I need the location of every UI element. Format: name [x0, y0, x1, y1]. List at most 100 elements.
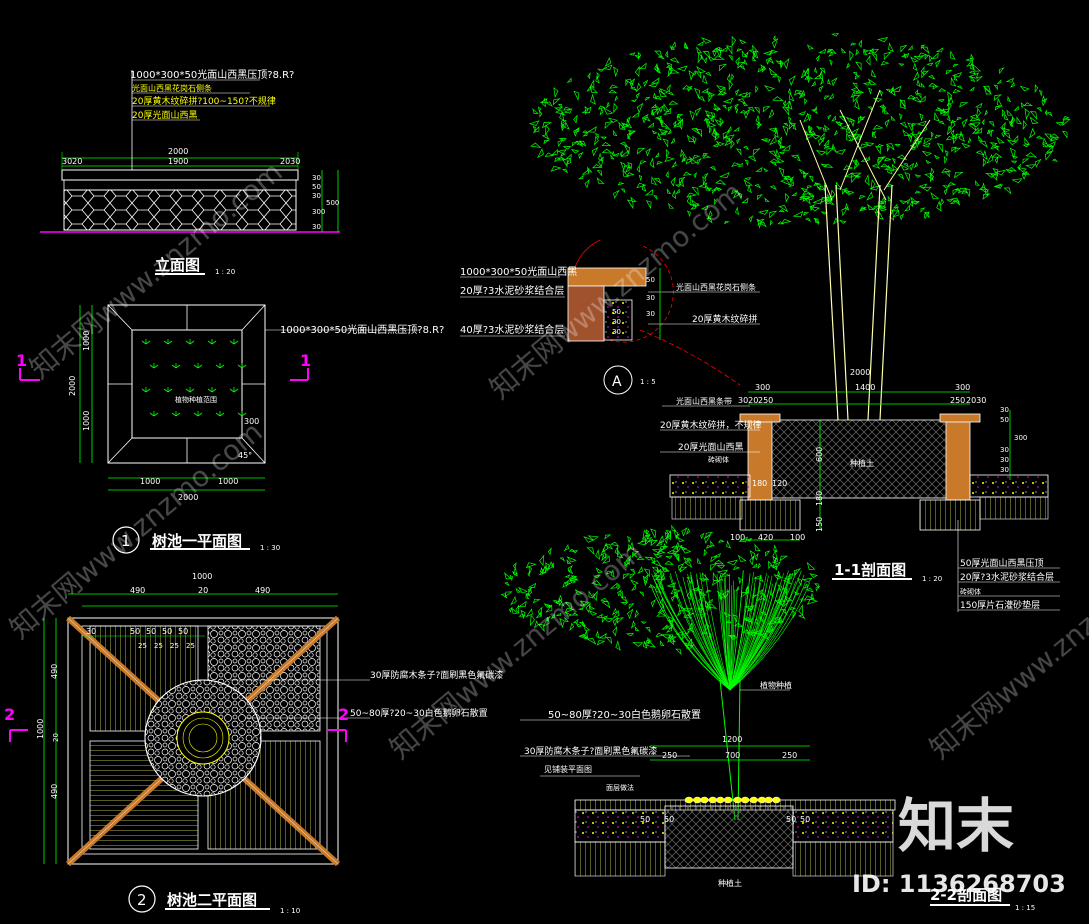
elevation-dim-v3: 30: [312, 192, 321, 200]
leaf-mark: [547, 561, 554, 571]
leaf-mark: [803, 112, 810, 123]
leaf-mark: [670, 588, 682, 595]
leaf-mark: [565, 157, 572, 166]
section2-note-1: 50~80厚?20~30白色鹅卵石散置: [548, 708, 701, 721]
leaf-mark: [533, 620, 539, 629]
leaf-mark: [829, 189, 836, 202]
leaf-mark: [572, 618, 579, 624]
leaf-mark: [968, 70, 977, 75]
detail-a-label: A: [612, 374, 622, 390]
leaf-mark: [738, 576, 742, 585]
frond-line: [729, 573, 731, 691]
leaf-mark: [742, 101, 749, 107]
leaf-mark: [541, 564, 548, 575]
leaf-mark: [678, 176, 686, 185]
elevation-note-2: 光面山西黑花岗石侧条: [132, 83, 212, 93]
leaf-mark: [949, 199, 956, 204]
leaf-mark: [515, 604, 520, 614]
leaf-mark: [707, 598, 713, 603]
leaf-mark: [609, 582, 618, 589]
watermark-text-3: 知末网www.znzmo.com: [3, 415, 268, 645]
leaf-mark: [539, 554, 545, 566]
leaf-mark: [788, 116, 792, 124]
leaf-mark: [582, 624, 591, 631]
leaf-mark: [1034, 84, 1039, 93]
leaf-mark: [630, 99, 637, 103]
leaf-mark: [532, 598, 541, 604]
leaf-mark: [777, 75, 782, 84]
section1-dim-b5: 120: [772, 479, 787, 488]
leaf-mark: [716, 565, 726, 569]
leaf-mark: [571, 550, 579, 554]
leaf-mark: [854, 175, 861, 179]
leaf-mark: [730, 139, 735, 150]
leaf-mark: [890, 85, 896, 97]
leaf-mark: [630, 196, 637, 203]
leaf-mark: [754, 107, 760, 115]
leaf-mark: [818, 137, 826, 147]
leaf-mark: [637, 566, 644, 575]
leaf-mark: [987, 130, 992, 138]
leaf-mark: [652, 568, 661, 577]
leaf-mark: [711, 188, 716, 195]
leaf-mark: [805, 587, 814, 593]
leaf-mark: [996, 79, 1002, 85]
leaf-mark: [831, 33, 840, 37]
plant-symbol: [141, 339, 151, 345]
leaf-mark: [634, 626, 640, 632]
pebble: [749, 796, 758, 804]
detail-a-note-r2: 20厚黄木纹碎拼: [692, 313, 757, 325]
leaf-mark: [538, 566, 547, 576]
leaf-mark: [991, 153, 1003, 158]
leaf-mark: [917, 92, 922, 100]
leaf-mark: [755, 166, 763, 172]
leaf-mark: [673, 120, 682, 128]
leaf-mark: [1017, 163, 1022, 171]
leaf-mark: [586, 85, 591, 92]
leaf-mark: [731, 73, 735, 81]
leaf-mark: [910, 199, 914, 208]
leaf-mark: [889, 209, 895, 221]
leaf-mark: [705, 187, 713, 191]
leaf-mark: [700, 204, 709, 210]
leaf-mark: [982, 193, 991, 200]
leaf-mark: [630, 584, 637, 592]
leaf-mark: [504, 591, 513, 598]
leaf-mark: [769, 135, 777, 146]
leaf-mark: [747, 184, 752, 194]
leaf-mark: [947, 182, 957, 186]
leaf-mark: [658, 89, 668, 97]
leaf-mark: [588, 605, 596, 610]
leaf-mark: [643, 573, 649, 584]
leaf-mark: [815, 150, 827, 156]
leaf-mark: [953, 134, 957, 145]
leaf-mark: [741, 197, 749, 204]
leaf-mark: [1022, 158, 1030, 164]
leaf-mark: [965, 57, 973, 62]
leaf-mark: [912, 62, 918, 72]
leaf-mark: [592, 590, 598, 602]
leaf-mark: [680, 546, 692, 554]
plan2-note-1: 30厚防腐木条子?面刷黑色氟碳漆: [370, 669, 503, 681]
leaf-mark: [615, 640, 621, 651]
leaf-mark: [951, 133, 958, 138]
leaf-mark: [597, 105, 606, 110]
plant-symbol: [185, 387, 195, 393]
leaf-mark: [969, 117, 979, 122]
leaf-mark: [647, 637, 651, 645]
leaf-mark: [566, 559, 572, 564]
leaf-mark: [854, 75, 861, 80]
frond-line: [690, 571, 731, 691]
leaf-mark: [680, 149, 685, 158]
leaf-mark: [816, 54, 820, 62]
leaf-mark: [739, 65, 746, 71]
plan2-section-mark-right: 2: [338, 705, 349, 724]
leaf-mark: [923, 211, 930, 220]
leaf-mark: [910, 196, 919, 204]
palm-fronds: [649, 570, 810, 691]
tree-canopy-1: [528, 33, 1071, 229]
leaf-mark: [719, 117, 724, 128]
leaf-mark: [803, 212, 810, 216]
leaf-mark: [657, 132, 662, 141]
leaf-mark: [629, 568, 636, 574]
